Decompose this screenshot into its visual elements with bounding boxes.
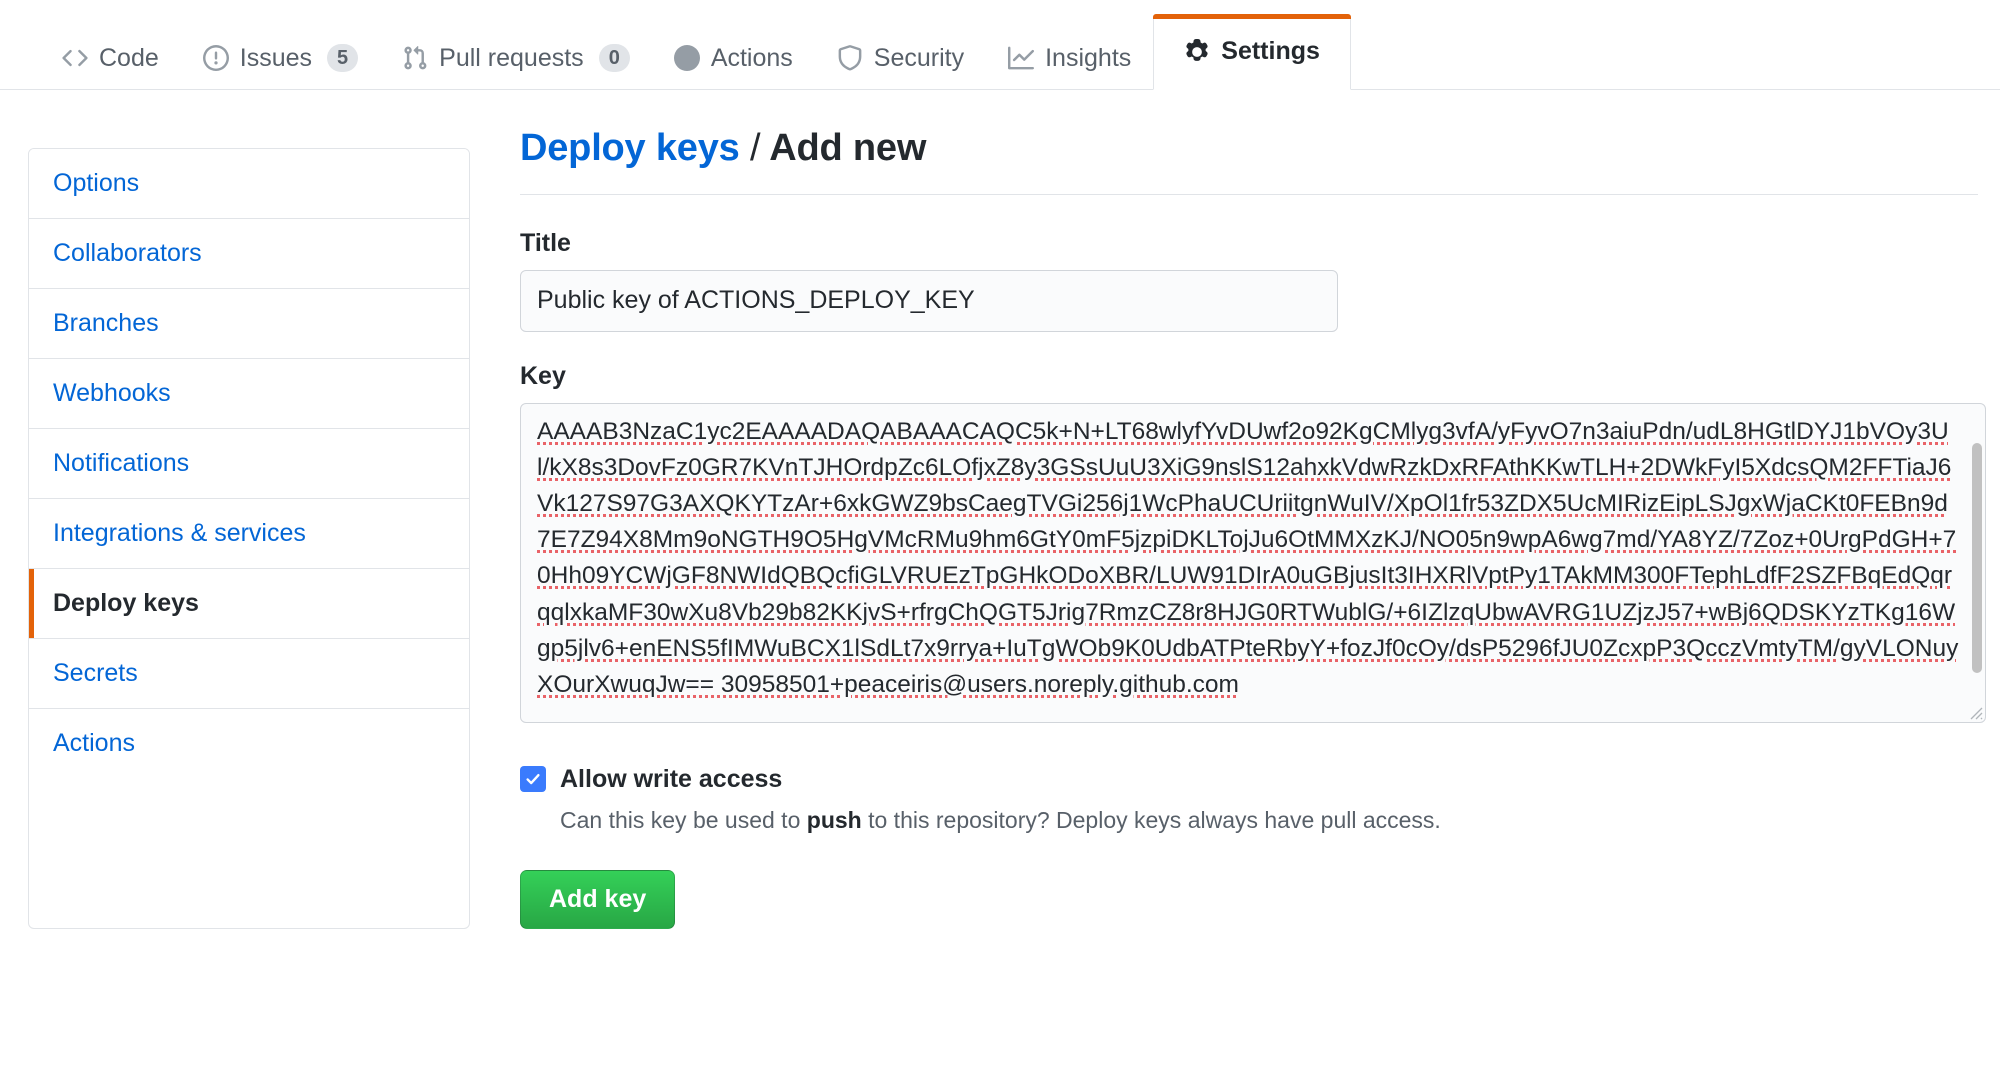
pr-icon: [402, 45, 428, 71]
tab-label: Actions: [710, 43, 793, 72]
allow-write-access-row[interactable]: Allow write access: [520, 765, 1978, 794]
shield-icon: [837, 45, 863, 71]
sidebar-item-webhooks[interactable]: Webhooks: [29, 359, 469, 429]
allow-write-access-checkbox[interactable]: [520, 766, 546, 793]
page-title-separator: /: [749, 127, 761, 169]
key-textarea[interactable]: AAAAB3NzaC1yc2EAAAADAQABAAACAQC5k+N+LT68…: [520, 402, 1986, 723]
issues-count: 5: [327, 44, 359, 72]
help-suffix: to this repository? Deploy keys always h…: [861, 806, 1441, 833]
repo-nav: Code Issues 5 Pull requests 0 Actions Se…: [0, 0, 2000, 90]
tab-label: Settings: [1221, 37, 1320, 65]
title-label: Title: [520, 228, 571, 257]
page-title-link[interactable]: Deploy keys: [520, 127, 740, 169]
tab-pull-requests[interactable]: Pull requests 0: [380, 27, 652, 89]
tab-settings[interactable]: Settings: [1153, 14, 1351, 90]
play-icon: [673, 45, 700, 71]
tab-actions[interactable]: Actions: [652, 27, 815, 89]
help-prefix: Can this key be used to: [560, 806, 807, 833]
tab-insights[interactable]: Insights: [986, 27, 1153, 89]
key-field-group: Key AAAAB3NzaC1yc2EAAAADAQABAAACAQC5k+N+…: [520, 361, 1986, 723]
sidebar-item-options[interactable]: Options: [29, 149, 469, 219]
add-key-button[interactable]: Add key: [520, 869, 676, 929]
code-icon: [62, 45, 88, 71]
help-bold: push: [806, 806, 862, 833]
page-body: Options Collaborators Branches Webhooks …: [0, 90, 2000, 929]
graph-icon: [1008, 45, 1035, 71]
sidebar-item-integrations-services[interactable]: Integrations & services: [29, 499, 469, 569]
page-title-current: Add new: [769, 127, 927, 169]
sidebar-item-notifications[interactable]: Notifications: [29, 429, 469, 499]
tab-label: Insights: [1045, 43, 1132, 72]
issue-icon: [202, 45, 229, 71]
tab-label: Security: [873, 43, 965, 72]
allow-write-access-label[interactable]: Allow write access: [560, 764, 783, 793]
main-content: Deploy keys / Add new Title Key AAAAB3Nz…: [470, 126, 2000, 929]
sidebar-item-secrets[interactable]: Secrets: [29, 639, 469, 709]
tab-label: Pull requests: [439, 43, 584, 72]
title-field-group: Title: [520, 229, 1978, 332]
tab-security[interactable]: Security: [815, 27, 986, 89]
key-textarea-scrollbar[interactable]: [1972, 442, 1982, 673]
tab-issues[interactable]: Issues 5: [181, 27, 380, 89]
sidebar-item-deploy-keys[interactable]: Deploy keys: [29, 569, 469, 639]
tab-code[interactable]: Code: [40, 27, 181, 89]
sidebar-item-branches[interactable]: Branches: [29, 289, 469, 359]
sidebar-item-actions[interactable]: Actions: [29, 709, 469, 778]
pull-requests-count: 0: [598, 44, 630, 72]
gear-icon: [1184, 38, 1210, 65]
settings-sidebar: Options Collaborators Branches Webhooks …: [28, 148, 470, 929]
title-input[interactable]: [520, 269, 1338, 332]
allow-write-access-help: Can this key be used to push to this rep…: [560, 804, 1978, 836]
tab-label: Issues: [239, 43, 313, 72]
key-label: Key: [520, 361, 566, 390]
tab-label: Code: [99, 43, 159, 72]
check-icon: [526, 774, 540, 785]
sidebar-item-collaborators[interactable]: Collaborators: [29, 219, 469, 289]
page-title: Deploy keys / Add new: [520, 126, 1978, 195]
key-textarea-wrapper: AAAAB3NzaC1yc2EAAAADAQABAAACAQC5k+N+LT68…: [520, 402, 1986, 723]
